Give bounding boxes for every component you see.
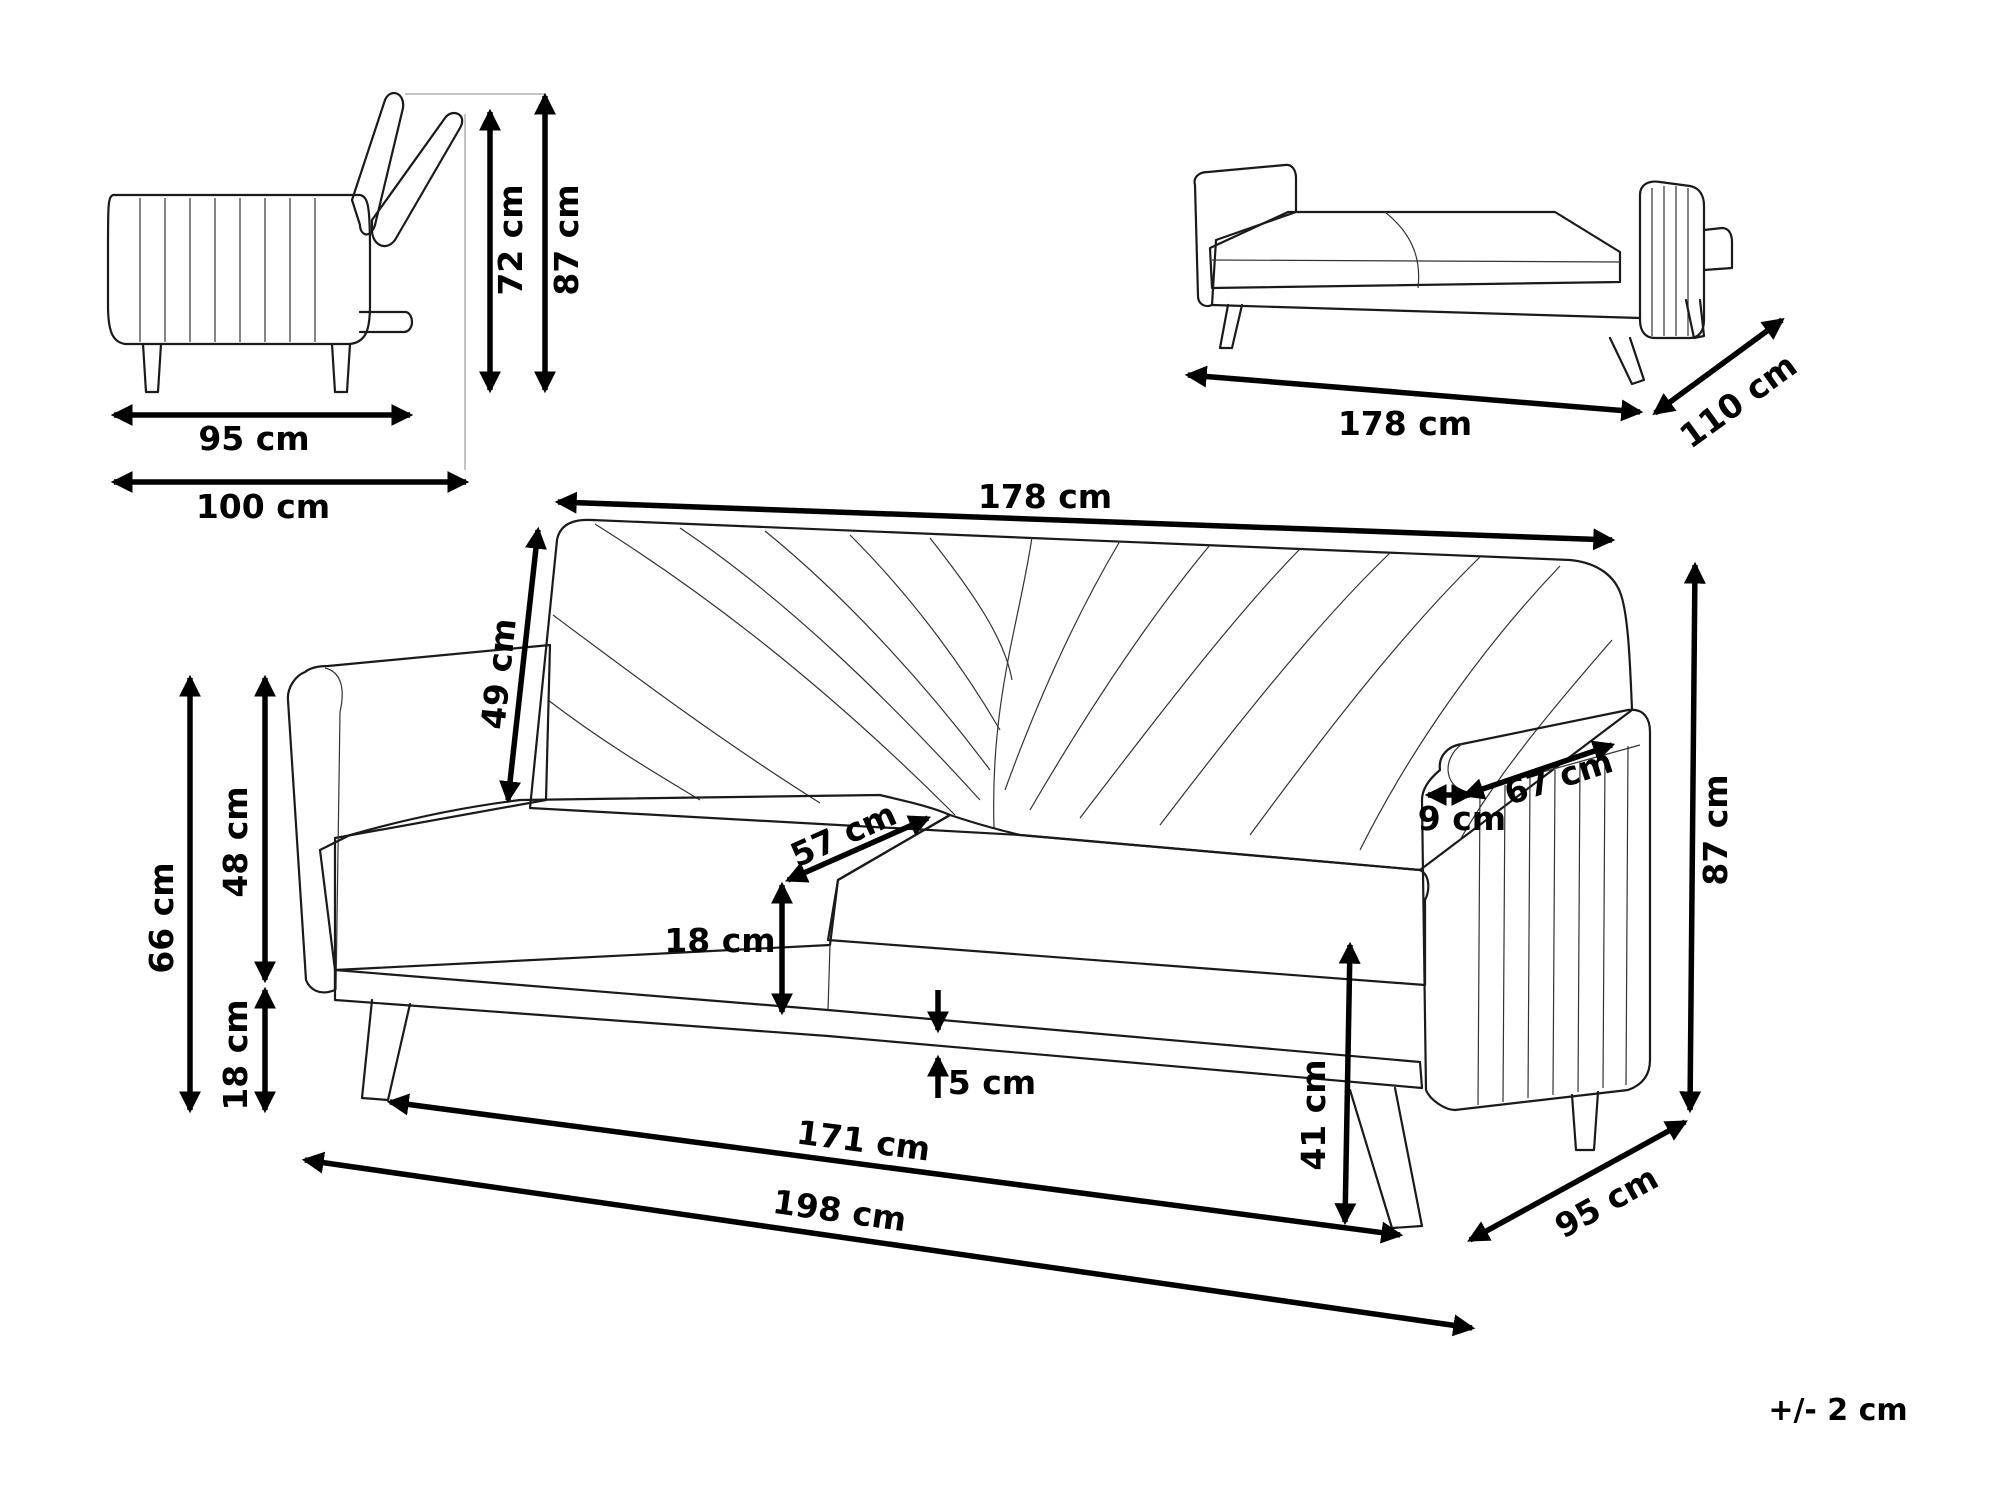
bed-depth-label: 110 cm [1672,345,1804,456]
main-total-width-dimension [301,1151,1476,1337]
bed-view-mattress [1208,210,1622,290]
side-total-height-label: 87 cm [547,184,586,295]
main-depth-dimension [1467,1119,1688,1243]
main-back-width-dimension [554,491,1616,551]
main-backrest-chevron-stitching [547,523,1613,851]
main-leg-left-front [360,998,412,1102]
bed-view-drawing [1193,163,1734,386]
main-back-width-label: 178 cm [978,477,1112,516]
side-view-seat-platform [358,310,414,334]
main-left-armrest-front [324,667,343,991]
bed-view-left-arm [1193,163,1298,308]
tolerance-note: +/- 2 cm [1768,1393,1907,1428]
main-armrest-height-label: 66 cm [142,862,181,973]
side-view-drawing [106,91,545,470]
bed-view-right-arm-stitching [1651,186,1689,336]
main-total-height-dimension [1679,561,1706,1114]
main-base-frame [333,968,1424,1090]
bed-view-leg-front [1608,336,1646,386]
bed-length-dimension [1184,365,1644,422]
side-view-stitching [139,198,316,342]
side-view-body [106,193,372,346]
main-right-seat-cushion [826,813,1430,987]
bed-depth-dimension [1652,317,1785,416]
bed-view-back-bolster [1702,226,1734,272]
main-total-height-label: 87 cm [1696,774,1735,885]
main-depth-label: 95 cm [1548,1158,1664,1246]
main-seat-from-arm-label: 48 cm [216,786,255,897]
side-depth-label: 95 cm [198,419,309,458]
bed-view-mattress-edge [1211,259,1621,263]
bed-view-leg-left [1218,303,1244,350]
bed-view-base [1210,303,1642,320]
main-backrest-height-dimension [499,526,547,804]
bed-view-right-arm [1638,180,1706,340]
main-seam-front [827,944,831,1011]
main-backrest-center-seam [993,536,1033,829]
side-seat-back-height-label: 72 cm [491,184,530,295]
side-reclined-depth-label: 100 cm [196,487,330,526]
main-seat-height-dimension [1334,941,1361,1226]
side-view-leg-front [141,342,163,394]
main-armrest-length-dimension [1461,740,1616,800]
main-leg-height-label: 18 cm [216,999,255,1110]
main-cushion-thickness-label: 18 cm [664,921,775,960]
main-clearance-label: 5 cm [948,1063,1036,1102]
bed-view-mattress-seam [1384,211,1420,289]
main-seat-depth-label: 57 cm [785,794,903,875]
main-armrest-width-label: 9 cm [1418,799,1506,838]
main-leg-right-front [1348,1086,1424,1230]
main-seat-height-label: 41 cm [1294,1059,1333,1170]
side-view-backrest-reclined [370,111,464,248]
main-left-armrest [286,643,552,994]
main-right-armrest-stitching [1477,745,1629,1106]
side-view-backrest [350,91,405,236]
bed-length-label: 178 cm [1338,404,1472,443]
side-view-leg-back [330,342,352,394]
main-seat-depth-dimension [784,815,932,883]
main-armrest-length-label: 67 cm [1499,741,1617,813]
main-leg-right-back [1570,1090,1600,1152]
